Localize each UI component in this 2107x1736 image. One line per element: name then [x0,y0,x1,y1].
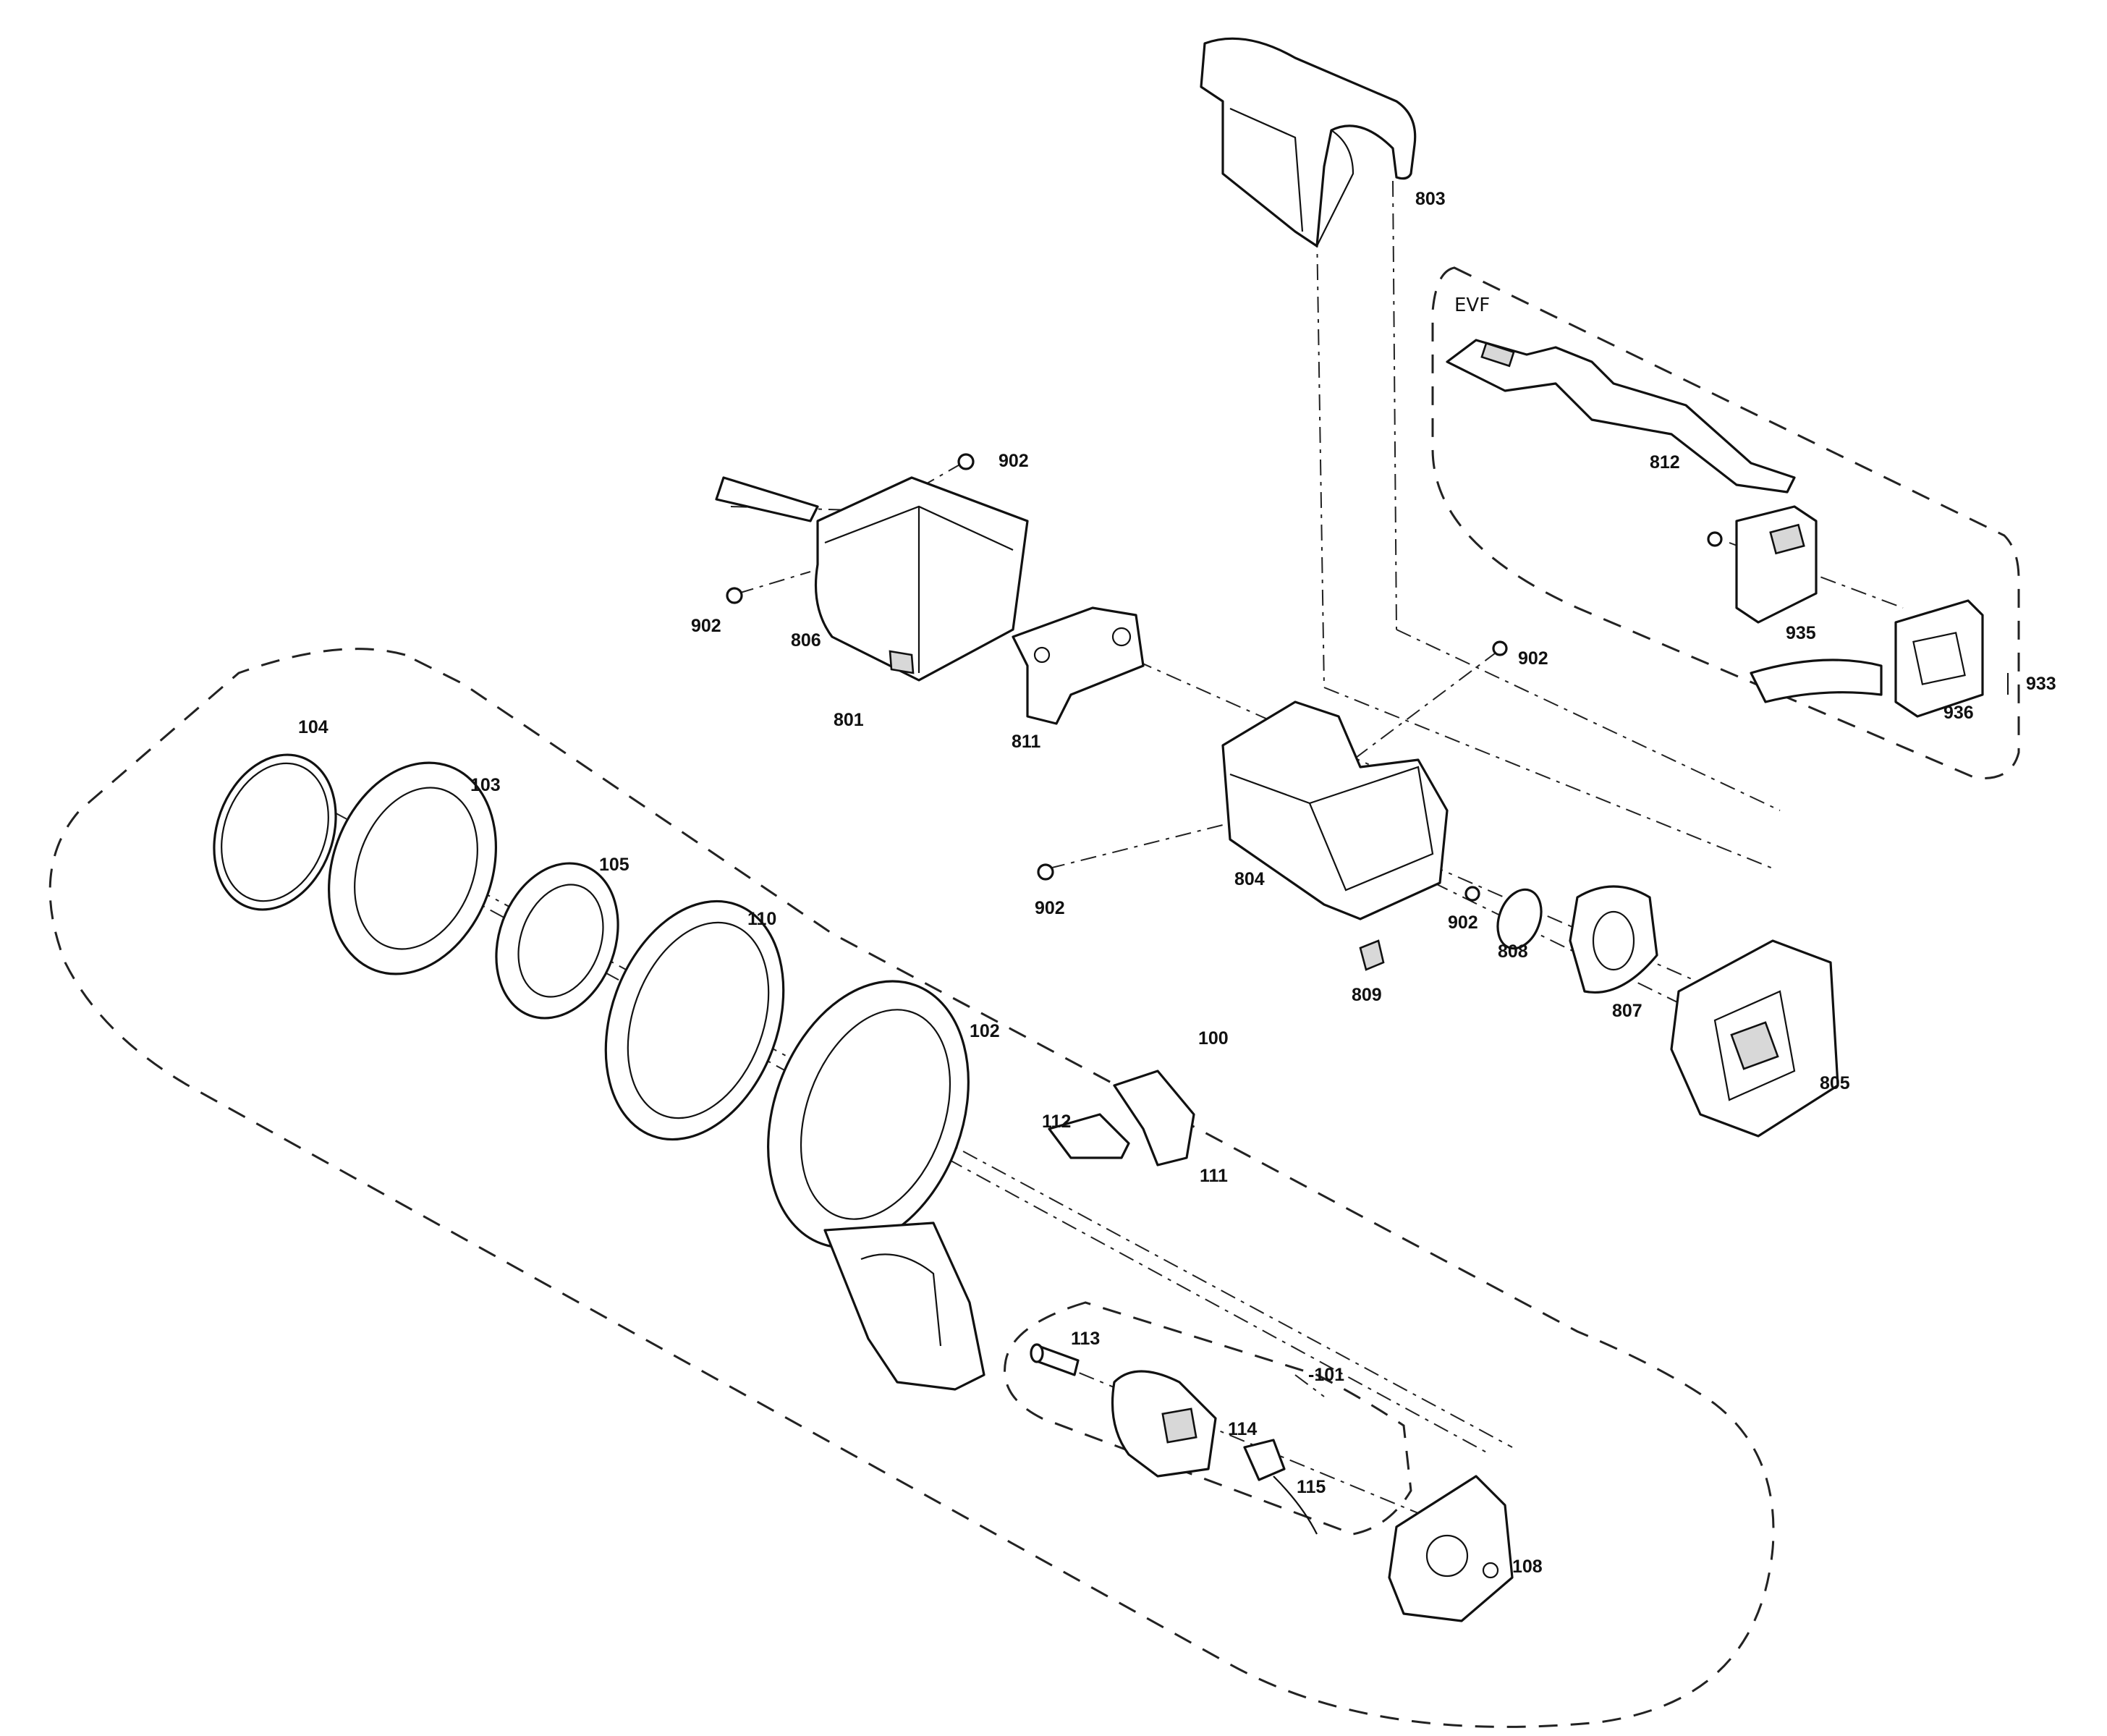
label-935: 935 [1786,623,1816,643]
part-108-motor [1388,1475,1514,1622]
part-105-ring [495,862,619,1020]
label-805: 805 [1820,1073,1850,1093]
part-935-board [1735,505,1818,624]
label-104: 104 [298,717,328,737]
label-110: 110 [747,909,776,929]
part-812-flex-cable [1446,339,1796,494]
part-803-cover [1200,37,1417,247]
part-110-ring [604,899,785,1141]
part-111 [1113,1070,1195,1166]
screw-935 [1707,531,1723,547]
label-812: 812 [1650,452,1680,473]
label-902-bottom: 902 [1035,898,1065,918]
label-902-right: 902 [1518,648,1548,669]
label-804: 804 [1234,869,1265,889]
part-809-block [1359,939,1385,971]
label-105: 105 [599,855,629,875]
label-114: 114 [1228,1419,1257,1439]
part-804-housing [1221,700,1449,920]
part-104-ring [213,753,337,911]
part-806-bracket [715,476,1029,682]
label-111: 111 [1200,1166,1228,1186]
label-803: 803 [1415,189,1446,209]
label-evf: EVF [1454,295,1490,316]
label-103: 103 [470,775,501,795]
part-811-bracket [1012,606,1145,725]
label-807: 807 [1612,1001,1642,1021]
axis-screw-902-a [737,571,811,594]
axis-screw-902-c [1048,824,1224,869]
part-801-clip [889,650,915,674]
part-936-lcd [1750,599,1984,718]
part-103-ring [328,761,497,975]
evf-group-outline [1431,266,2020,780]
label-808: 808 [1498,941,1528,962]
label-902-center: 902 [1448,913,1478,933]
label-115: 115 [1297,1477,1326,1497]
axis-vert-link [1323,687,1773,869]
label-801: 801 [834,710,864,730]
axis-screw-902-top [911,462,963,493]
label-101: -101 [1308,1365,1344,1385]
part-113-rod-end [1030,1343,1044,1363]
screw-902-bottom [1037,863,1054,881]
axis-screw-902-b [1352,651,1498,761]
part-102-barrel [767,980,985,1391]
part-808-lens [1496,888,1543,950]
screw-902-right [1492,640,1508,656]
label-902-left: 902 [691,616,721,636]
screw-902-center [1464,886,1480,902]
label-811: 811 [1012,732,1040,752]
label-100: 100 [1198,1028,1229,1049]
part-805-eyepiece [1670,939,1839,1138]
screw-902-top [957,453,975,470]
label-806: 806 [791,630,821,651]
axis-lens-2 [347,831,1491,1455]
part-115-wire [1273,1475,1318,1535]
axis-vert-link-2 [1396,629,1781,811]
axis-evf-1 [1316,231,1325,688]
axis-101-b [1294,1374,1325,1397]
label-112: 112 [1042,1112,1071,1132]
part-115 [1243,1439,1286,1481]
label-108: 108 [1512,1557,1543,1577]
sub-group-101-outline [1004,1301,1412,1536]
part-807-ring [1569,885,1658,994]
part-114 [1111,1370,1217,1478]
axis-935 [1729,542,1904,609]
axis-evf-2 [1392,180,1397,630]
label-809: 809 [1352,985,1382,1005]
part-104-ring-inner [221,762,329,902]
label-936: 936 [1943,703,1974,723]
label-902-top: 902 [999,451,1029,471]
part-112 [1048,1113,1130,1159]
lens-group-outline [48,648,1775,1728]
screw-902-left [726,587,743,604]
label-102: 102 [970,1021,1000,1041]
label-113: 113 [1071,1329,1100,1349]
label-933: 933 [2026,674,2056,694]
